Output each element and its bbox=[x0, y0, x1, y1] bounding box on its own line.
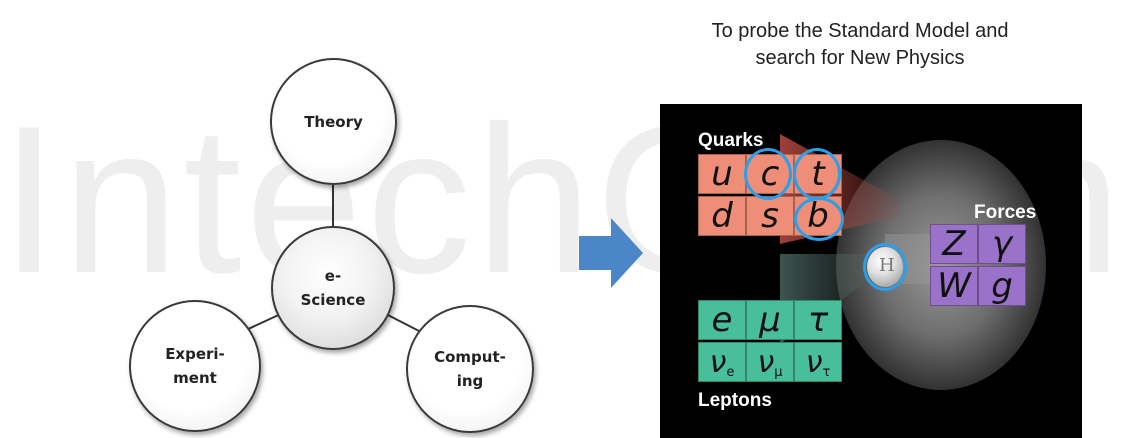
force-cell: W bbox=[930, 266, 978, 306]
force-cell: Z bbox=[930, 224, 978, 264]
force-cell: g bbox=[978, 266, 1026, 306]
node-experiment-label: Experi- ment bbox=[165, 345, 225, 387]
neutrino-subscript: μ bbox=[774, 364, 783, 380]
highlight-ring-b bbox=[794, 197, 844, 241]
standard-model-panel: Quarks Leptons Forces u c t d s b e μ τ … bbox=[660, 104, 1082, 438]
leptons-label: Leptons bbox=[698, 390, 772, 411]
node-theory: Theory bbox=[270, 58, 397, 185]
neutrino-symbol: ν bbox=[757, 344, 775, 380]
panel-title: To probe the Standard Model and search f… bbox=[650, 18, 1070, 72]
panel-title-line1: To probe the Standard Model and bbox=[711, 20, 1009, 42]
neutrino-symbol: ν bbox=[709, 344, 727, 380]
quarks-label: Quarks bbox=[698, 130, 764, 151]
neutrino-subscript: e bbox=[726, 364, 735, 380]
lepton-cell: μ bbox=[746, 300, 794, 340]
node-experiment: Experi- ment bbox=[129, 300, 261, 432]
quark-cell: s bbox=[746, 196, 794, 236]
right-arrow-icon bbox=[579, 218, 643, 288]
forces-label: Forces bbox=[974, 202, 1037, 223]
panel-title-line2: search for New Physics bbox=[755, 47, 965, 69]
node-escience: e- Science bbox=[271, 226, 395, 350]
node-escience-label: e- Science bbox=[300, 267, 366, 309]
node-computing: Comput- ing bbox=[406, 305, 534, 433]
lepton-cell: e bbox=[698, 300, 746, 340]
highlight-ring-t bbox=[793, 148, 841, 200]
neutrino-symbol: ν bbox=[805, 344, 823, 380]
highlight-ring-c bbox=[744, 148, 792, 200]
force-cell: γ bbox=[978, 224, 1026, 264]
highlight-ring-h bbox=[863, 243, 907, 291]
node-theory-label: Theory bbox=[304, 112, 363, 131]
quark-cell: d bbox=[698, 196, 746, 236]
neutrino-subscript: τ bbox=[822, 364, 831, 380]
quark-cell: u bbox=[698, 154, 746, 194]
lepton-cell: τ bbox=[794, 300, 842, 340]
node-computing-label: Comput- ing bbox=[434, 348, 506, 390]
